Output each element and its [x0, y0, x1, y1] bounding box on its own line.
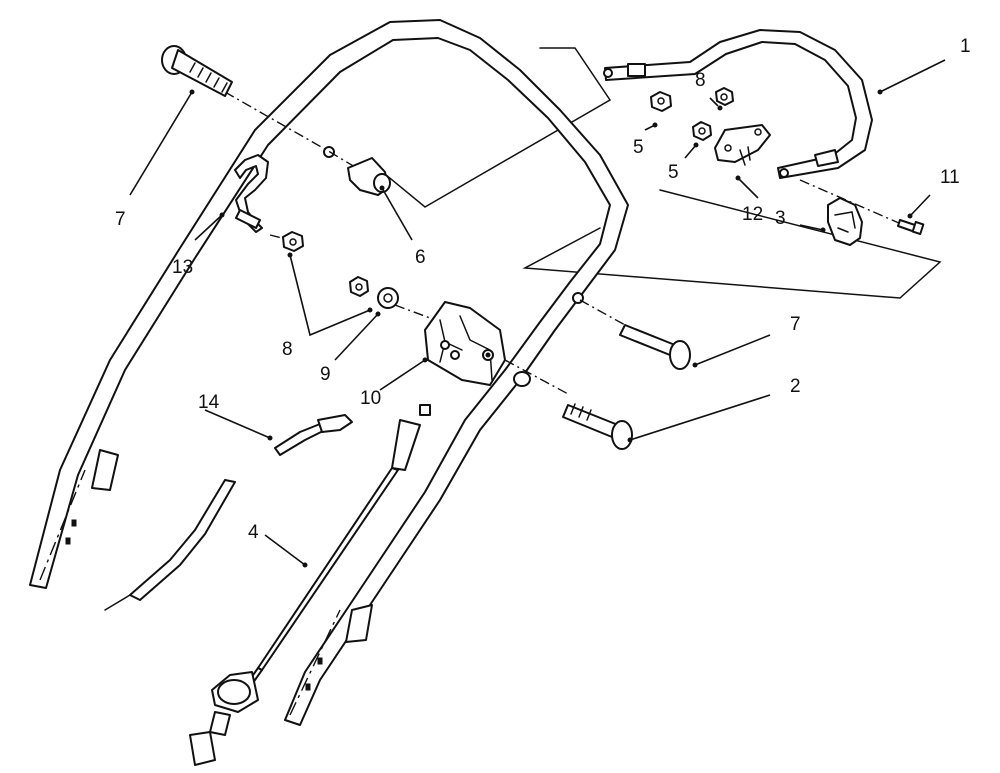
- callout-labels: 1 2 3 4 5 5 6 7 7 8 8 9 10 11 12 13 14: [115, 36, 971, 543]
- callout-8-left: 8: [282, 339, 293, 360]
- hook-part-13: [234, 154, 269, 233]
- bracket-part-12: [714, 124, 771, 166]
- bolt-upper-left: [161, 45, 233, 97]
- wire: [104, 479, 236, 611]
- callout-14: 14: [198, 392, 220, 413]
- callout-4: 4: [248, 522, 259, 543]
- callout-13: 13: [172, 257, 193, 278]
- callout-2: 2: [790, 376, 801, 397]
- bolt-right-upper: [619, 324, 691, 370]
- callout-6: 6: [415, 247, 426, 268]
- callout-8-right: 8: [695, 70, 706, 91]
- callout-5-right: 5: [668, 162, 679, 183]
- leader-lines: [129, 59, 946, 568]
- callout-1: 1: [960, 36, 971, 57]
- callout-5-top: 5: [633, 137, 644, 158]
- callout-7-left: 7: [115, 209, 126, 230]
- callout-10: 10: [360, 388, 381, 409]
- knob-part-3: [827, 197, 863, 246]
- nut-right-part-8: [715, 87, 734, 106]
- control-block-part-10: [424, 301, 506, 386]
- bolt-part-2: [562, 403, 633, 450]
- spacer-part-6: [347, 157, 391, 196]
- main-handle: [29, 19, 629, 726]
- callout-7-right: 7: [790, 314, 801, 335]
- nut-and-washer: [349, 276, 399, 309]
- nut-right-part-5: [692, 121, 712, 141]
- callout-12: 12: [742, 204, 763, 225]
- upper-handle: [603, 29, 873, 179]
- nut-top-part-5: [650, 91, 672, 112]
- nut-left: [282, 231, 304, 252]
- callout-11: 11: [940, 167, 960, 188]
- cable-end-part-14: [274, 414, 353, 456]
- screw-part-11: [897, 219, 925, 235]
- cable-part-4: [189, 404, 431, 766]
- callout-9: 9: [320, 364, 331, 385]
- callout-3: 3: [775, 208, 786, 229]
